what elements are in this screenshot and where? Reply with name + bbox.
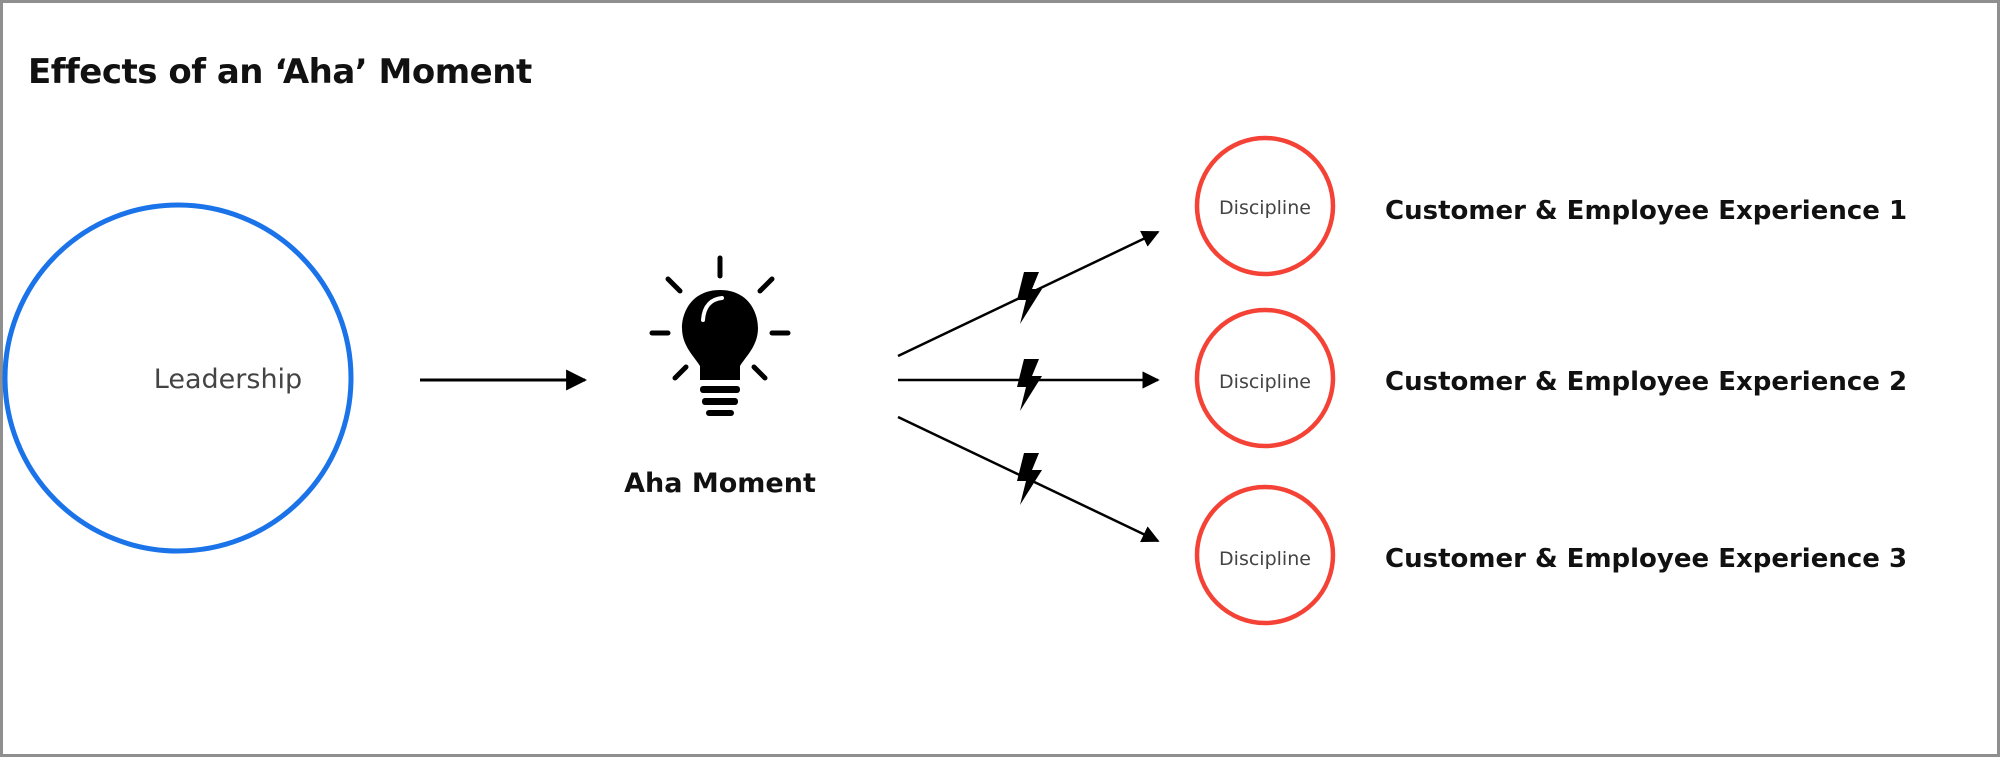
experience-label-2: Customer & Employee Experience 2 <box>1385 367 1907 397</box>
lightning-icon <box>1017 453 1042 505</box>
leadership-circle <box>2 202 354 554</box>
discipline-label: Discipline <box>1219 197 1311 219</box>
discipline-node-2: Discipline <box>1194 307 1336 449</box>
experience-label-3: Customer & Employee Experience 3 <box>1385 544 1907 574</box>
leadership-label: Leadership <box>154 364 302 395</box>
leadership-node: Leadership <box>2 202 354 554</box>
discipline-label: Discipline <box>1219 371 1311 393</box>
discipline-node-3: Discipline <box>1194 484 1336 626</box>
discipline-circle <box>1194 135 1336 277</box>
discipline-node-1: Discipline <box>1194 135 1336 277</box>
lightbulb-icon <box>649 255 791 416</box>
lightning-icon <box>1017 272 1042 324</box>
discipline-circle <box>1194 484 1336 626</box>
aha-moment-label: Aha Moment <box>624 468 816 499</box>
experience-label-1: Customer & Employee Experience 1 <box>1385 196 1907 226</box>
lightning-icon <box>1017 359 1042 411</box>
discipline-label: Discipline <box>1219 548 1311 570</box>
discipline-circle <box>1194 307 1336 449</box>
page-title: Effects of an ‘Aha’ Moment <box>28 52 532 92</box>
